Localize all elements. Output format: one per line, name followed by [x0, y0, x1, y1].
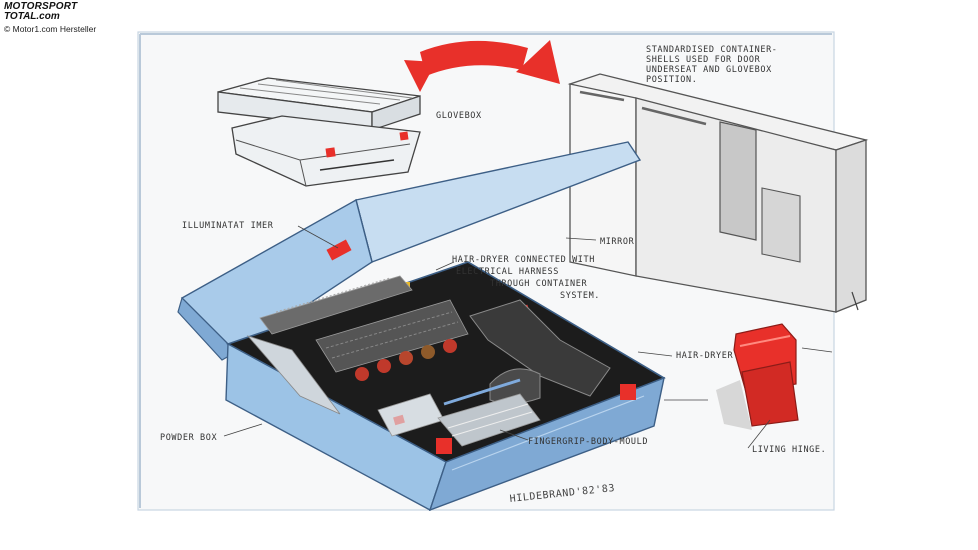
leader-lines: [223, 225, 833, 449]
label-powder-box: POWDER BOX: [160, 433, 217, 443]
label-mirror: MIRROR: [600, 237, 635, 247]
living-hinge-clip: [716, 323, 799, 430]
watermark-line1: MOTORSPORT: [4, 1, 78, 12]
label-hairdryer-note-1: HAIR-DRYER CONNECTED WITH: [452, 255, 595, 265]
base-clip-front: [436, 438, 452, 454]
base-clip-right: [620, 384, 636, 400]
image-credit: © Motor1.com Hersteller: [4, 24, 97, 34]
label-living-hinge: LIVING HINGE.: [752, 445, 826, 455]
watermark-logo: MOTORSPORT TOTAL.com: [4, 2, 77, 22]
glovebox-shell: [217, 77, 421, 187]
cosmetic-pot: [355, 367, 369, 381]
label-hairdryer-note-2: ELECTRICAL HARNESS: [456, 267, 559, 277]
cosmetic-pot: [443, 339, 457, 353]
watermark-line2: TOTAL.com: [4, 11, 60, 22]
cosmetic-pot: [421, 345, 435, 359]
label-glovebox: GLOVEBOX: [436, 111, 482, 121]
opening-arrow: [404, 40, 560, 92]
label-fingergrip-mould: FINGERGRIP-BODY-MOULD: [528, 437, 648, 447]
label-hairdryer-note-4: SYSTEM.: [560, 291, 600, 301]
door-container-shell: [567, 73, 869, 313]
label-illuminated-mirror: ILLUMINATAT IMER: [182, 221, 274, 231]
vanity-case-lid: [177, 141, 642, 361]
cosmetic-pot: [399, 351, 413, 365]
label-standardised-2: SHELLS USED FOR DOOR: [646, 55, 761, 65]
label-hairdryer: HAIR-DRYER: [676, 351, 733, 361]
label-standardised-1: STANDARDISED CONTAINER-: [646, 45, 778, 55]
label-standardised-4: POSITION.: [646, 75, 697, 85]
label-hairdryer-note-3: THROUGH CONTAINER: [490, 279, 587, 289]
case-interior: [246, 275, 611, 447]
cosmetic-pot: [377, 359, 391, 373]
label-standardised-3: UNDERSEAT AND GLOVEBOX: [646, 65, 772, 75]
